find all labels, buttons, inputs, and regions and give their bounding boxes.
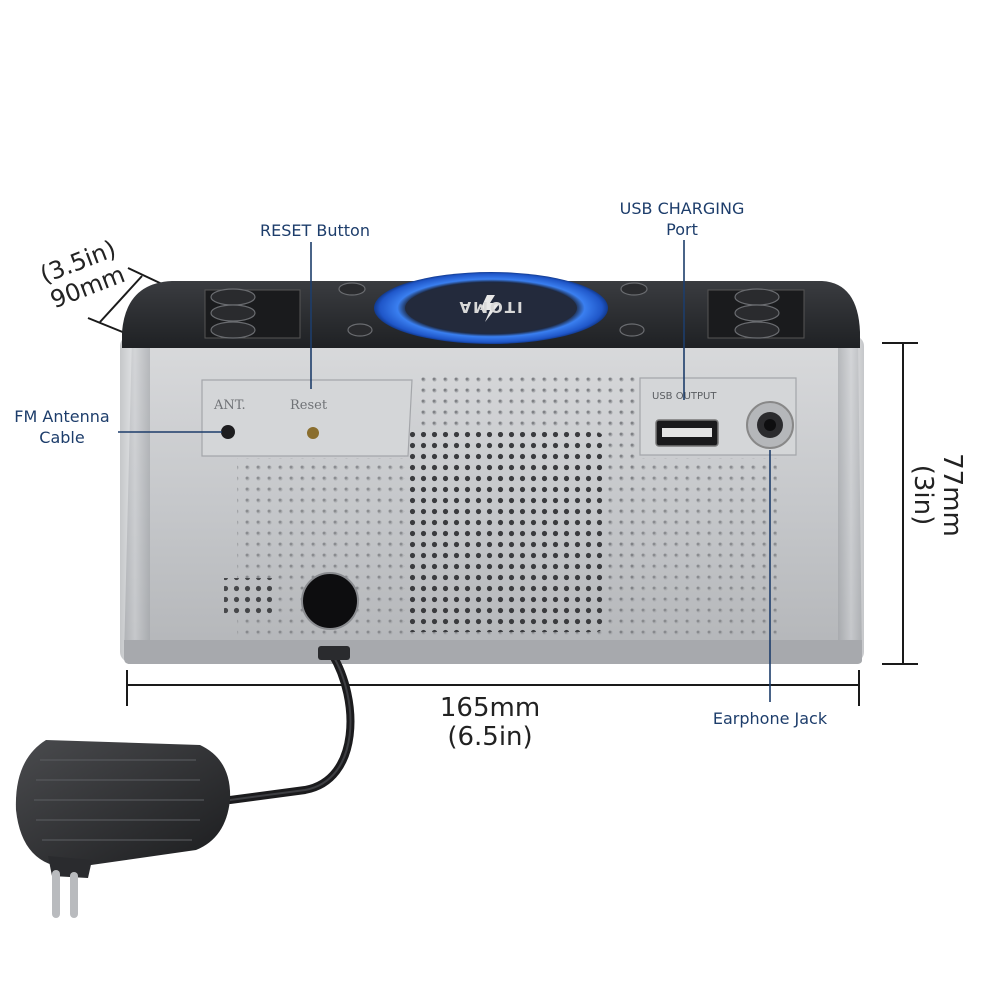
plug-pin xyxy=(70,872,78,918)
top-panel xyxy=(122,272,860,348)
width-imperial: (6.5in) xyxy=(447,722,533,752)
earphone-jack-label: Earphone Jack xyxy=(702,708,838,729)
svg-text:ANT.: ANT. xyxy=(213,398,246,413)
reset-button-label: RESET Button xyxy=(250,220,380,241)
usb-charging-label: USB CHARGING Port xyxy=(604,198,760,240)
power-cable xyxy=(226,646,355,804)
reset-callout-text: RESET Button xyxy=(260,221,370,240)
power-jack xyxy=(301,572,359,630)
callout-lines xyxy=(118,240,771,702)
fm-callout-line1: FM Antenna xyxy=(14,407,110,426)
earphone-callout-text: Earphone Jack xyxy=(712,709,828,728)
rear-panel: ANT. Reset USB OUTPUT xyxy=(201,377,797,457)
usb-callout-line1: USB CHARGING xyxy=(619,199,745,218)
height-dimension: 77mm (3in) xyxy=(908,440,967,550)
speaker-grille xyxy=(224,376,777,638)
width-metric: 165mm xyxy=(439,693,541,723)
lightning-icon xyxy=(480,295,500,322)
brand-logo: ITOMA xyxy=(457,298,523,316)
plug-pin xyxy=(52,870,60,918)
fm-callout-line2: Cable xyxy=(39,428,85,447)
width-dimension: 165mm (6.5in) xyxy=(420,694,560,752)
power-adapter xyxy=(15,740,231,918)
height-imperial: (3in) xyxy=(908,464,938,526)
height-metric: 77mm xyxy=(937,453,967,537)
svg-text:Reset: Reset xyxy=(290,398,328,413)
antenna-port xyxy=(221,425,235,439)
usb-callout-line2: Port xyxy=(666,220,698,239)
reset-button xyxy=(307,427,319,439)
fm-antenna-label: FM Antenna Cable xyxy=(4,406,120,448)
dimension-lines xyxy=(87,267,918,706)
